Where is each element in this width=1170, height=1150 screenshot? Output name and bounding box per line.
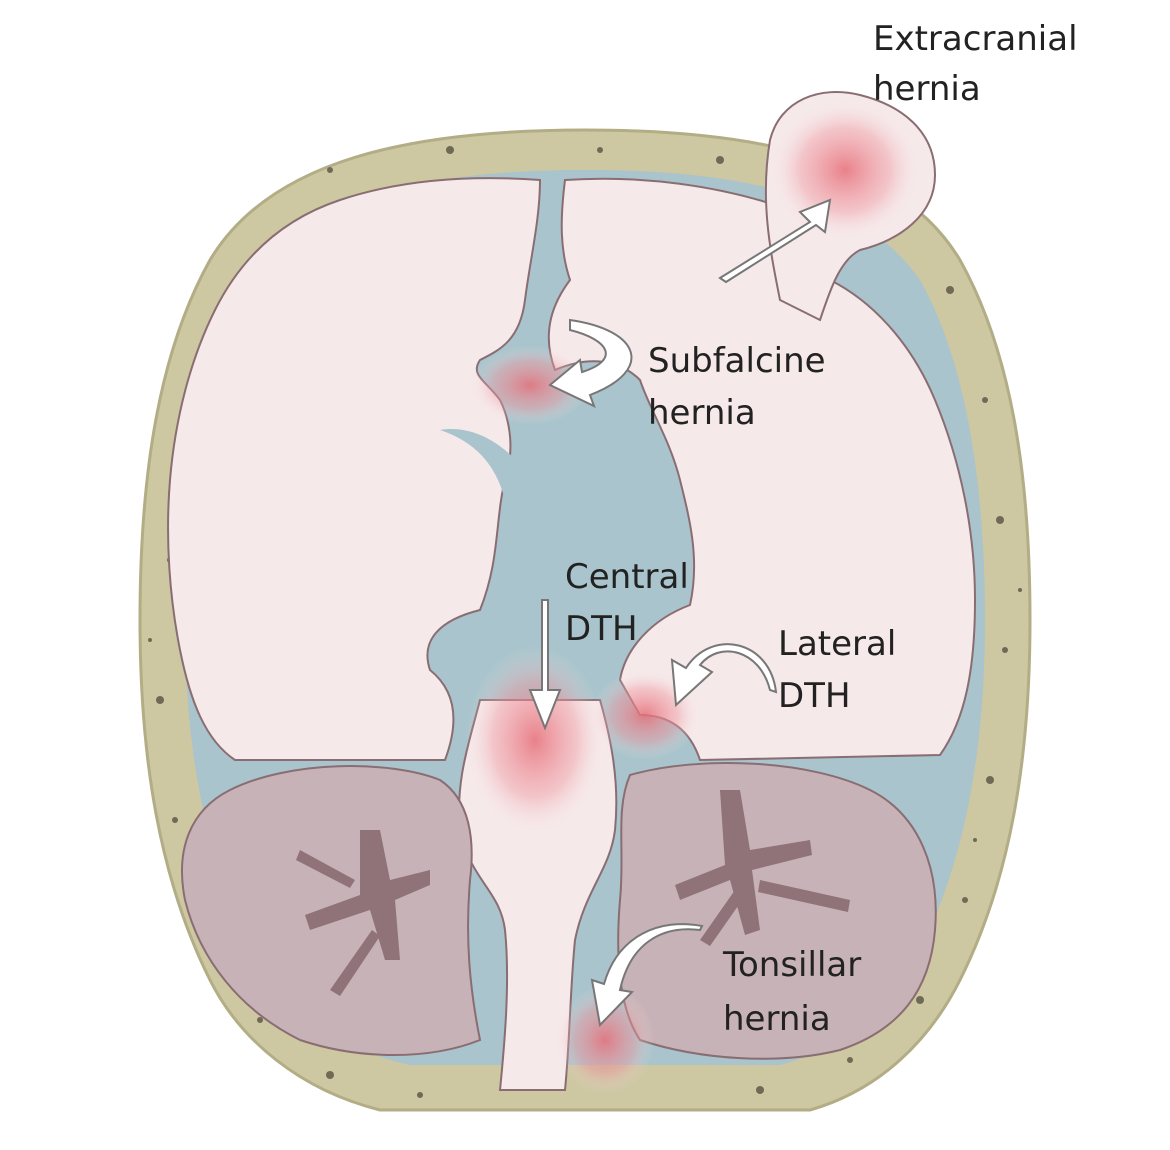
svg-text:Extracranial: Extracranial <box>873 19 1078 59</box>
svg-text:Subfalcine: Subfalcine <box>648 341 826 381</box>
central-dth-highlight <box>465 645 605 835</box>
extracranial-hernia-highlight <box>770 100 920 240</box>
svg-text:Lateral: Lateral <box>778 624 896 664</box>
svg-text:hernia: hernia <box>723 999 831 1039</box>
label-extracranial: Extracranial hernia <box>873 19 1078 109</box>
svg-text:Central: Central <box>565 557 689 597</box>
svg-text:Tonsillar: Tonsillar <box>722 945 861 985</box>
svg-text:DTH: DTH <box>565 609 638 649</box>
svg-text:hernia: hernia <box>648 393 756 433</box>
svg-text:hernia: hernia <box>873 69 981 109</box>
svg-text:DTH: DTH <box>778 676 851 716</box>
